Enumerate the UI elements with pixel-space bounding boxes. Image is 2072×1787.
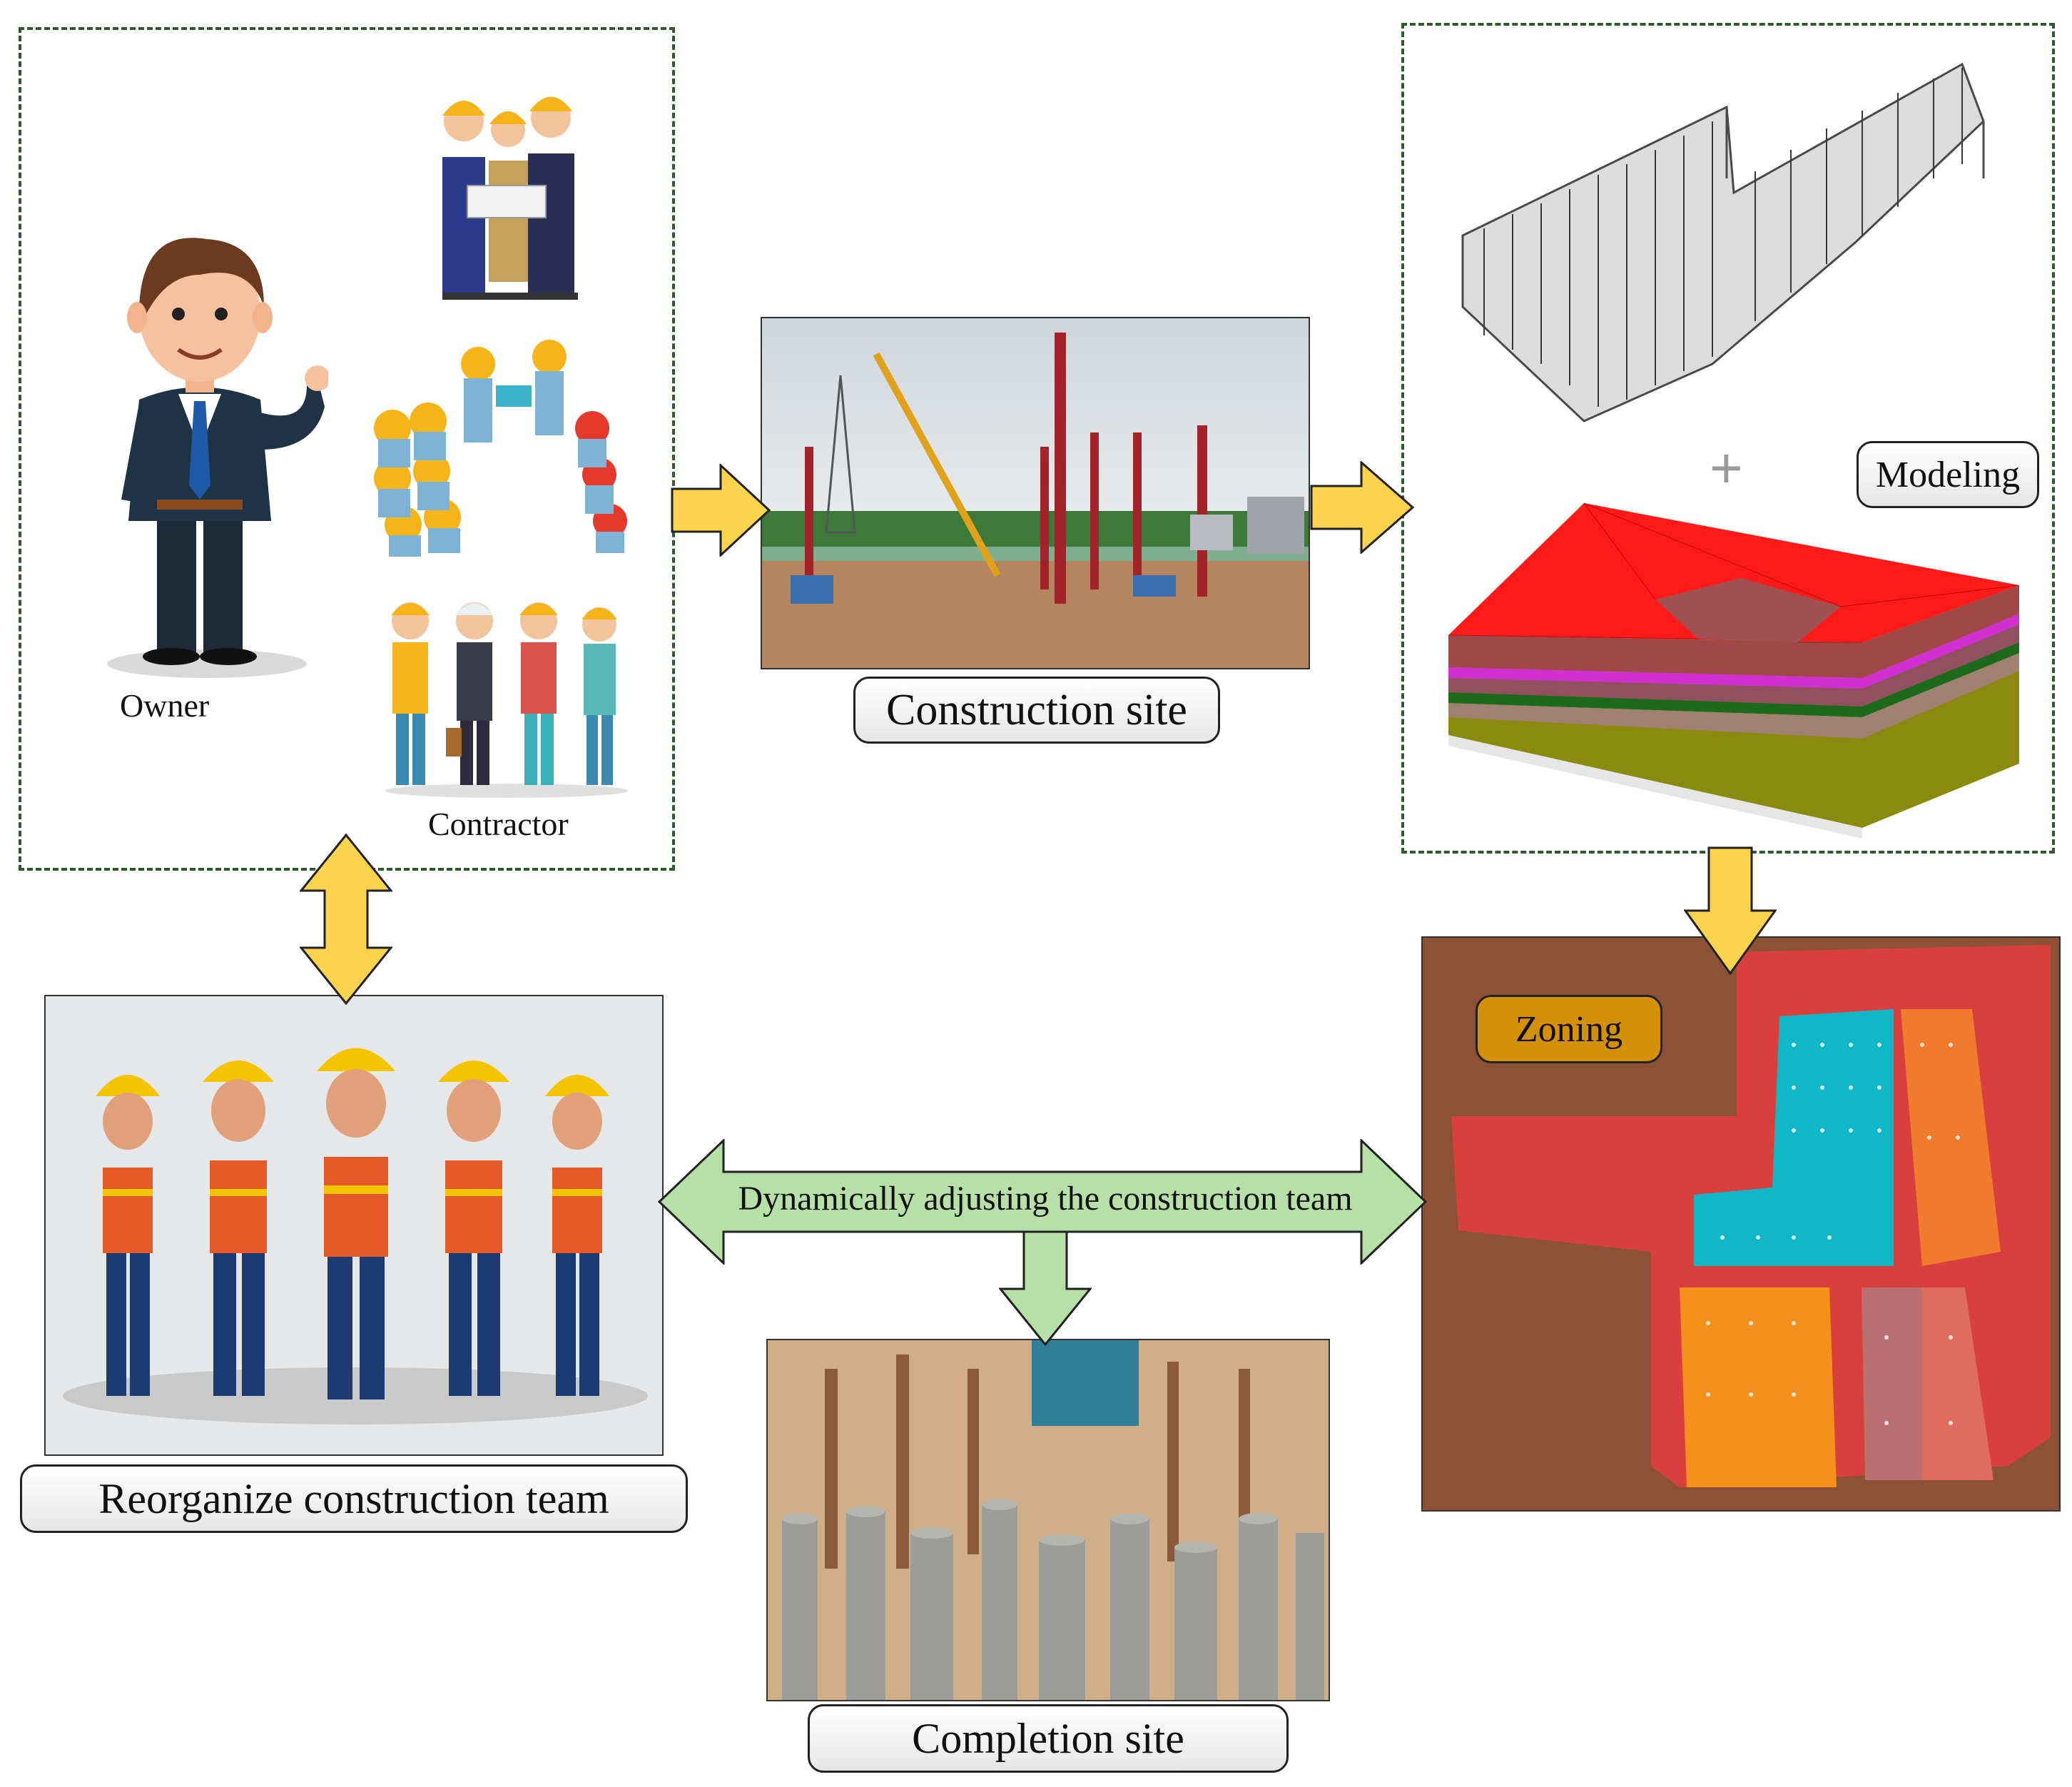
contractor-illustration-crowd (374, 340, 627, 557)
dynamic-adjust-label: Dynamically adjusting the construction t… (738, 1180, 1353, 1218)
plus-sign: + (1710, 436, 1743, 500)
completion-site-photo (766, 1339, 1330, 1701)
contractor-illustration-managers (442, 96, 578, 300)
owner-illustration (107, 238, 328, 678)
owner-label: Owner (120, 687, 210, 724)
arrow-to-modeling (1310, 461, 1414, 554)
zoning-map (1421, 936, 2061, 1512)
team-illustration (44, 995, 664, 1456)
completion-site-label: Completion site (808, 1704, 1289, 1773)
arrow-to-zoning (1684, 846, 1777, 975)
reorganize-label: Reorganize construction team (20, 1464, 688, 1533)
construction-site-photo (761, 317, 1310, 669)
arrow-dynamic-adjust (658, 1139, 1427, 1265)
contractor-illustration-workers (385, 602, 628, 798)
arrow-to-completion-site (999, 1230, 1092, 1346)
arrow-stakeholders-team (300, 834, 392, 1005)
construction-site-label: Construction site (853, 677, 1220, 744)
soil-model-3d (1448, 502, 2020, 839)
zoning-label: Zoning (1476, 995, 1662, 1063)
modeling-label: Modeling (1857, 441, 2039, 508)
pile-model-3d (1461, 62, 1985, 422)
contractor-label: Contractor (428, 806, 569, 842)
arrow-to-construction-site (671, 464, 771, 557)
